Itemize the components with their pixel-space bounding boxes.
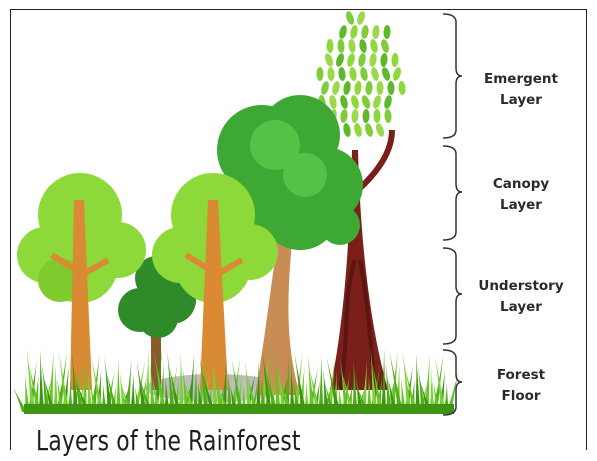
grass-blade	[318, 355, 323, 412]
grass-blade	[116, 358, 121, 412]
page-title: Layers of the Rainforest	[36, 421, 301, 461]
leaf	[376, 81, 383, 95]
leaf	[353, 122, 363, 137]
leaf	[350, 94, 361, 109]
leaf	[348, 67, 357, 82]
leaf	[346, 52, 356, 67]
leaf	[383, 25, 390, 39]
leaf	[327, 67, 335, 81]
leaf	[320, 80, 331, 95]
grass-base	[24, 404, 454, 414]
leaf	[317, 67, 324, 81]
leaf	[391, 53, 399, 67]
leaf	[372, 94, 383, 109]
leaf	[344, 10, 355, 26]
leaf	[387, 81, 394, 95]
leaf	[370, 66, 380, 81]
label-forest-floor: ForestFloor	[476, 365, 566, 407]
leaf	[348, 39, 357, 54]
leaf	[342, 122, 351, 137]
leaf	[326, 39, 333, 53]
leaf	[384, 109, 392, 123]
layer-braces	[443, 14, 462, 415]
leaf	[358, 38, 367, 53]
leaf	[357, 52, 367, 67]
leaf	[374, 122, 385, 138]
leaf	[337, 39, 345, 53]
leaf	[356, 10, 367, 25]
leaf	[391, 66, 402, 82]
leaf	[349, 24, 359, 39]
leaf	[335, 52, 346, 67]
leaf	[380, 38, 391, 53]
grass-blade	[308, 354, 315, 412]
leaf	[354, 81, 363, 96]
leaf	[331, 80, 341, 95]
leaf	[369, 38, 379, 53]
leaf	[381, 66, 392, 81]
leaf	[340, 109, 349, 124]
leaf	[338, 67, 346, 82]
leaf	[373, 109, 380, 123]
leaf	[380, 53, 388, 68]
leaf	[338, 24, 348, 39]
leaf	[339, 94, 349, 109]
understory-tree-left	[17, 173, 146, 390]
leaf	[365, 81, 373, 95]
brace-emergent	[443, 14, 462, 138]
leaf	[398, 81, 406, 96]
leaf	[372, 25, 380, 40]
brace-understory	[443, 248, 462, 344]
leaf	[368, 53, 377, 68]
leaf	[383, 94, 393, 109]
leaf	[323, 52, 334, 68]
brace-canopy	[443, 146, 462, 240]
leaf	[361, 25, 370, 40]
leaf	[342, 80, 351, 95]
leaf	[328, 94, 338, 109]
leaf	[360, 94, 371, 110]
leaf	[362, 109, 369, 123]
leaf	[364, 122, 375, 137]
leaf	[359, 66, 369, 81]
leaf	[351, 109, 359, 124]
grass-blade	[105, 357, 113, 412]
label-understory-layer: UnderstoryLayer	[476, 276, 566, 318]
